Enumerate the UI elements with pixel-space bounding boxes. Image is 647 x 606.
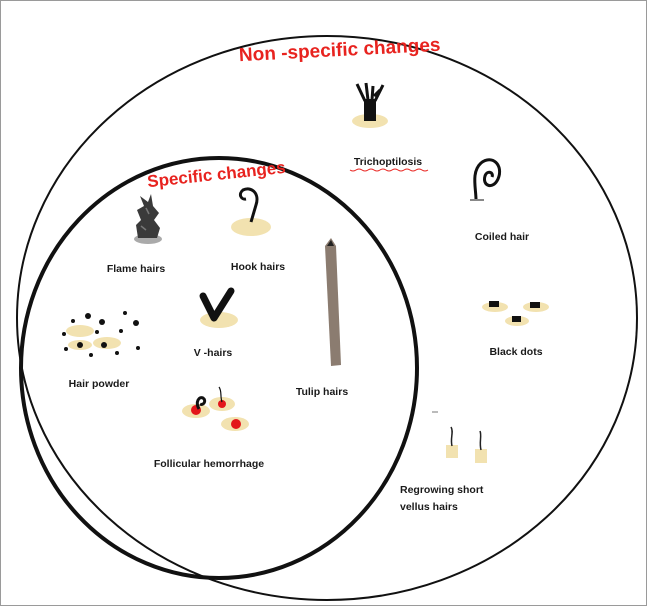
black-dots-label: Black dots: [489, 346, 542, 358]
hook-hairs-icon: [231, 189, 271, 236]
coiled-hair-icon: [470, 160, 500, 200]
non-specific-changes-title: Non -specific changes: [238, 35, 440, 67]
flame-hairs-icon: [134, 194, 162, 244]
spellcheck-underline: [350, 169, 428, 171]
coiled-hair-label: Coiled hair: [475, 231, 529, 243]
trichoptilosis-icon: [352, 83, 388, 128]
v-hairs-icon: [200, 291, 238, 328]
hook-hairs-label: Hook hairs: [231, 261, 285, 273]
trichoptilosis-label: Trichoptilosis: [354, 156, 422, 168]
hair-powder-icon: [62, 311, 140, 357]
non-specific-changes-circle: [17, 36, 637, 600]
follicular-hemorrhage-icon: [182, 387, 249, 431]
hair-powder-label: Hair powder: [69, 378, 130, 390]
follicular-hemorrhage-label: Follicular hemorrhage: [154, 458, 264, 470]
regrowing-vellus-hairs-icon: [432, 412, 487, 463]
tulip-hairs-icon: [325, 238, 341, 366]
flame-hairs-label: Flame hairs: [107, 263, 166, 275]
regrowing-label-line1: Regrowing short: [400, 484, 484, 496]
v-hairs-label: V -hairs: [194, 347, 233, 359]
specific-changes-circle: [21, 158, 417, 578]
specific-changes-title: Specific changes: [146, 158, 286, 191]
tulip-hairs-label: Tulip hairs: [296, 386, 348, 398]
black-dots-icon: [482, 301, 549, 326]
regrowing-label-line2: vellus hairs: [400, 501, 458, 513]
